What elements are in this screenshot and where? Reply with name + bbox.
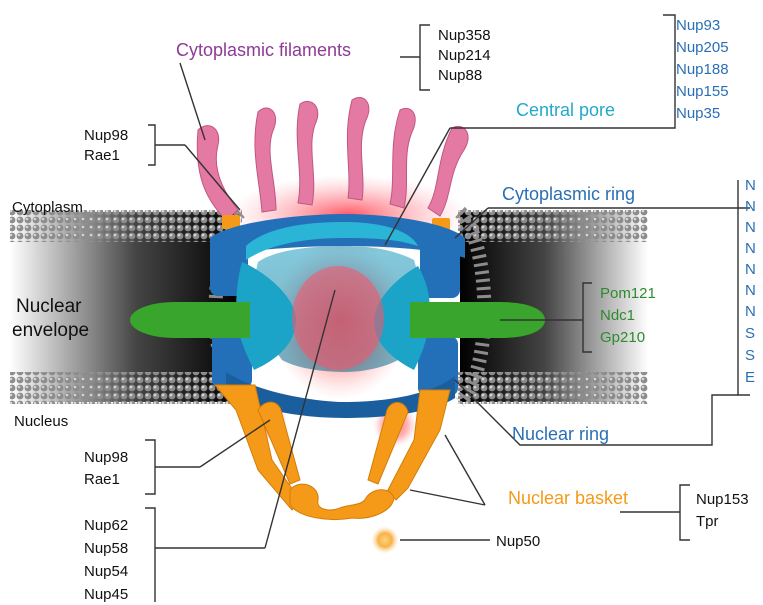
nup-item: Nup188 bbox=[676, 61, 729, 78]
nup-item: Nup62 bbox=[84, 517, 128, 534]
nup-item: N bbox=[745, 219, 756, 236]
nup-item: Nup98 bbox=[84, 127, 128, 144]
label-nuclear-envelope-2: envelope bbox=[12, 320, 89, 341]
nup-item: Nup358 bbox=[438, 27, 491, 44]
label-nuclear-ring: Nuclear ring bbox=[512, 424, 609, 444]
label-nuclear-basket: Nuclear basket bbox=[508, 488, 628, 508]
nup-item: Nup214 bbox=[438, 47, 491, 64]
nup-item: Nup155 bbox=[676, 83, 729, 100]
nup-item: Nup35 bbox=[676, 105, 720, 122]
nup-item: E bbox=[745, 369, 755, 386]
nup-item: Nup58 bbox=[84, 540, 128, 557]
label-cytoplasm: Cytoplasm bbox=[12, 199, 83, 216]
nup50-dot bbox=[371, 526, 399, 554]
label-cytoplasmic-filaments: Cytoplasmic filaments bbox=[176, 40, 351, 60]
label-nuclear-envelope-1: Nuclear bbox=[16, 296, 82, 317]
nup-item: N bbox=[745, 198, 756, 215]
fg-meshwork bbox=[292, 266, 384, 370]
nup-item: N bbox=[745, 303, 756, 320]
label-nucleus: Nucleus bbox=[14, 413, 68, 430]
central-nups-list: Nup93 Nup205 Nup188 Nup155 Nup35 bbox=[676, 17, 729, 122]
nup-item: Nup205 bbox=[676, 39, 729, 56]
upper-left-nups-list: Nup98 Rae1 bbox=[84, 127, 128, 164]
fg-nups-list: Nup62 Nup58 Nup54 Nup45 bbox=[84, 517, 128, 603]
nup-item: N bbox=[745, 261, 756, 278]
label-cytoplasmic-ring: Cytoplasmic ring bbox=[502, 184, 635, 204]
nup-item: Gp210 bbox=[600, 329, 645, 346]
nup-item: Rae1 bbox=[84, 471, 120, 488]
nup-item: N bbox=[745, 282, 756, 299]
nup-item: Nup88 bbox=[438, 67, 482, 84]
basket-nups-list: Nup153 Tpr bbox=[696, 491, 749, 530]
nup-item: Nup98 bbox=[84, 449, 128, 466]
nup-item: Nup54 bbox=[84, 563, 128, 580]
nup-item: S bbox=[745, 347, 755, 364]
nup-item: N bbox=[745, 240, 756, 257]
filament-nups-list: Nup358 Nup214 Nup88 bbox=[438, 27, 491, 84]
nup-item: Rae1 bbox=[84, 147, 120, 164]
nup-item: N bbox=[745, 177, 756, 194]
nup-item: Nup93 bbox=[676, 17, 720, 34]
nup-item: Ndc1 bbox=[600, 307, 635, 324]
nup-item: Tpr bbox=[696, 513, 719, 530]
nup-item: Pom121 bbox=[600, 285, 656, 302]
label-nup50: Nup50 bbox=[496, 533, 540, 550]
ring-nups-list: N N N N N N N S S E bbox=[745, 177, 756, 386]
lower-left-nups-list: Nup98 Rae1 bbox=[84, 449, 128, 488]
nup-item: S bbox=[745, 325, 755, 342]
nup-item: Nup153 bbox=[696, 491, 749, 508]
label-central-pore: Central pore bbox=[516, 100, 615, 120]
nup-item: Nup45 bbox=[84, 586, 128, 603]
